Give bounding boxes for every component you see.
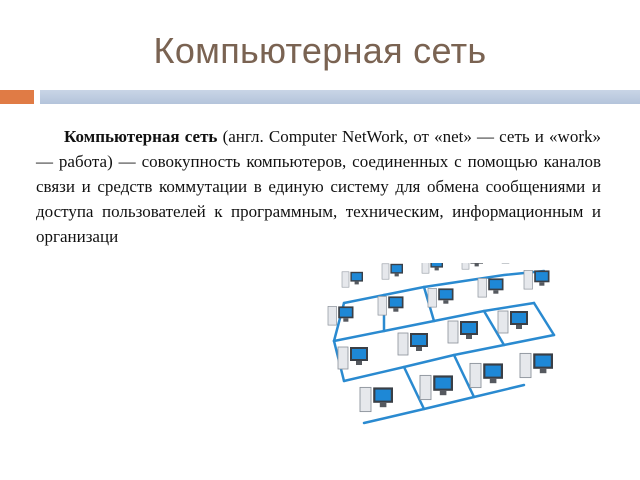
computer-node-icon <box>397 332 428 356</box>
computer-node-icon <box>447 320 478 344</box>
accent-bar-orange <box>0 90 34 104</box>
computer-node-icon <box>523 270 550 290</box>
computer-node-icon <box>497 310 528 334</box>
definition-paragraph: Компьютерная сеть (англ. Computer NetWor… <box>36 124 601 249</box>
computer-node-icon <box>337 346 368 370</box>
definition-text: (англ. Computer NetWork, от «net» — сеть… <box>36 127 601 246</box>
computer-node-icon <box>469 362 503 389</box>
computer-node-icon <box>341 271 363 288</box>
computer-network-icon <box>327 263 556 425</box>
computer-node-icon <box>359 386 393 413</box>
computer-node-icon <box>419 374 453 401</box>
accent-bar-blue <box>40 90 640 104</box>
computer-node-icon <box>461 263 483 270</box>
computer-node-icon <box>427 288 454 308</box>
computer-node-icon <box>327 306 354 326</box>
computer-node-icon <box>377 296 404 316</box>
computer-node-icon <box>381 263 403 280</box>
computer-node-icon <box>477 278 504 298</box>
computer-node-icon <box>519 352 553 379</box>
computer-node-icon <box>421 263 443 274</box>
slide-title: Компьютерная сеть <box>153 30 487 71</box>
term-bold: Компьютерная сеть <box>64 127 218 146</box>
